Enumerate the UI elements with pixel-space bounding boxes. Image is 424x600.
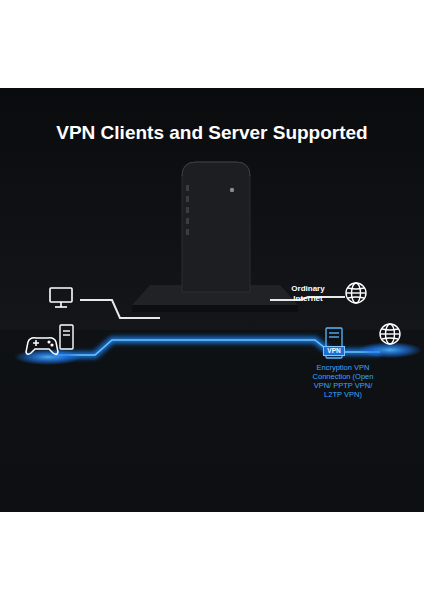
node-text: VPN: [327, 348, 340, 355]
glow-pad: [14, 349, 82, 365]
vpn-server-icon: [326, 328, 342, 358]
server-icon: [60, 325, 73, 349]
wire: [80, 300, 160, 318]
router-top: [182, 162, 250, 176]
vpn-glow: [55, 340, 380, 355]
globe-icon: [346, 283, 366, 303]
vpn-badge: VPN: [323, 346, 345, 356]
router-logo: [230, 188, 234, 192]
vpn-label: Encryption VPN Connection (Open VPN/ PPT…: [304, 363, 382, 399]
title: VPN Clients and Server Supported: [0, 122, 424, 144]
platform-edge: [132, 305, 298, 312]
gamepad-icon: [26, 338, 58, 354]
router-vents: [186, 185, 189, 235]
dark-panel: [0, 88, 424, 512]
globe-icon: [380, 324, 400, 344]
router: [182, 162, 250, 292]
computer-icon: [50, 288, 72, 307]
internet-label: Ordinary Internet: [284, 284, 332, 303]
floor: [0, 330, 424, 512]
vpn-wire: [55, 340, 380, 355]
